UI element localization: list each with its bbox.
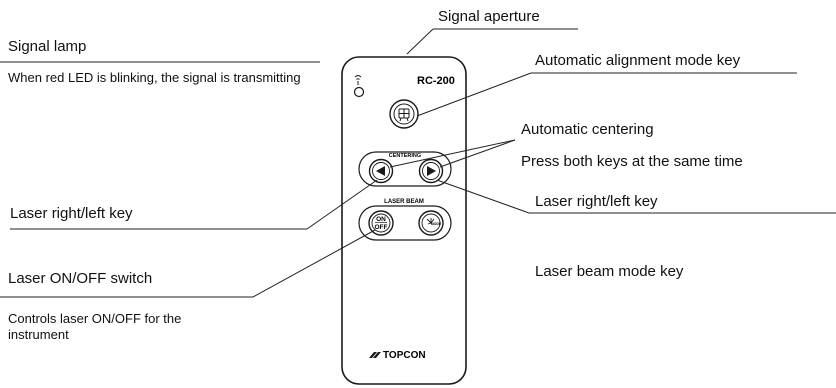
signal-lamp-label: Signal lamp (8, 38, 87, 55)
laser-rl-right-label: Laser right/left key (535, 193, 658, 210)
leader-laser-rl-right (436, 179, 530, 214)
left-arrow-icon (376, 166, 385, 176)
model-name: RC-200 (417, 75, 455, 87)
topcon-logo-icon (369, 352, 381, 358)
centering-group (358, 151, 452, 187)
leader-centering-right (439, 139, 516, 168)
right-arrow-key[interactable] (418, 158, 444, 184)
on-off-key[interactable]: ON OFF (368, 210, 394, 236)
left-arrow-key[interactable] (368, 158, 394, 184)
beam-mode-key[interactable]: MODE (418, 210, 444, 236)
on-text: ON (376, 216, 386, 223)
signal-lamp-desc: When red LED is blinking, the signal is … (8, 70, 301, 85)
leader-signal-aperture (406, 28, 434, 55)
laser-beam-group (358, 205, 452, 241)
leader-laser-rl-left-diag (306, 179, 378, 230)
laser-rl-left-label: Laser right/left key (10, 205, 133, 222)
right-arrow-icon (427, 166, 436, 176)
auto-centering-desc: Press both keys at the same time (521, 153, 743, 170)
laser-beam-icon (426, 218, 435, 225)
auto-alignment-label: Automatic alignment mode key (535, 52, 741, 69)
centering-label: CENTERING (389, 153, 421, 159)
brand-name: TOPCON (383, 350, 426, 361)
beam-key-text: MODE (431, 222, 442, 226)
off-text: OFF (375, 224, 388, 231)
laser-beam-label: LASER BEAM (384, 199, 424, 205)
alignment-icon (398, 108, 410, 122)
signal-aperture-label: Signal aperture (438, 8, 540, 25)
auto-centering-label: Automatic centering (521, 121, 654, 138)
leader-centering-left (389, 139, 516, 168)
leader-onoff-diag (252, 229, 376, 298)
laser-onoff-desc: Controls laser ON/OFF for the instrument (8, 311, 182, 342)
remote-body (341, 56, 467, 385)
laser-beam-mode-label: Laser beam mode key (535, 263, 684, 280)
signal-lamp-icon (353, 75, 365, 98)
alignment-key[interactable] (389, 99, 419, 129)
leader-auto-align (416, 72, 532, 117)
leader-lines (0, 28, 836, 298)
laser-onoff-label: Laser ON/OFF switch (8, 270, 153, 287)
